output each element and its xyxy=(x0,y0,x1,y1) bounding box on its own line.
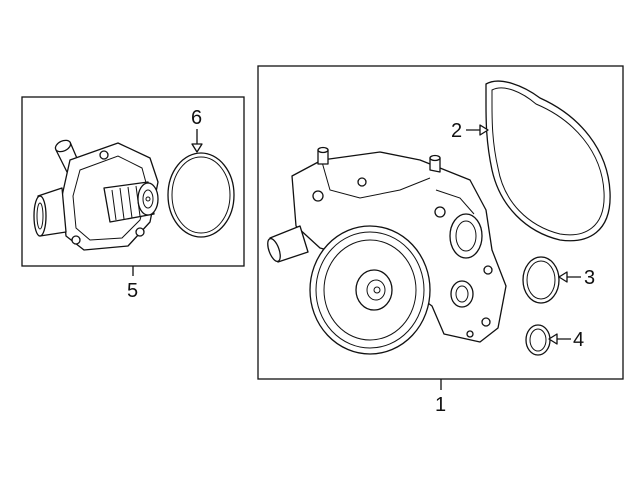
pump-gasket-icon xyxy=(485,80,611,242)
small-o-ring-icon xyxy=(522,256,560,304)
callout-1: 1 xyxy=(435,394,446,416)
small-seal-icon xyxy=(525,324,551,356)
callout-3: 3 xyxy=(584,267,595,289)
arrow-4 xyxy=(548,333,558,345)
arrow-6 xyxy=(191,143,203,153)
water-pump-icon xyxy=(267,146,507,355)
callout-5: 5 xyxy=(127,280,138,302)
arrow-2 xyxy=(479,124,489,136)
thermostat-housing-icon xyxy=(33,139,159,251)
callout-4: 4 xyxy=(573,329,584,351)
callout-2: 2 xyxy=(451,120,462,142)
thermostat-seal-icon xyxy=(167,152,235,238)
callout-6: 6 xyxy=(191,107,202,129)
arrow-3 xyxy=(558,271,568,283)
